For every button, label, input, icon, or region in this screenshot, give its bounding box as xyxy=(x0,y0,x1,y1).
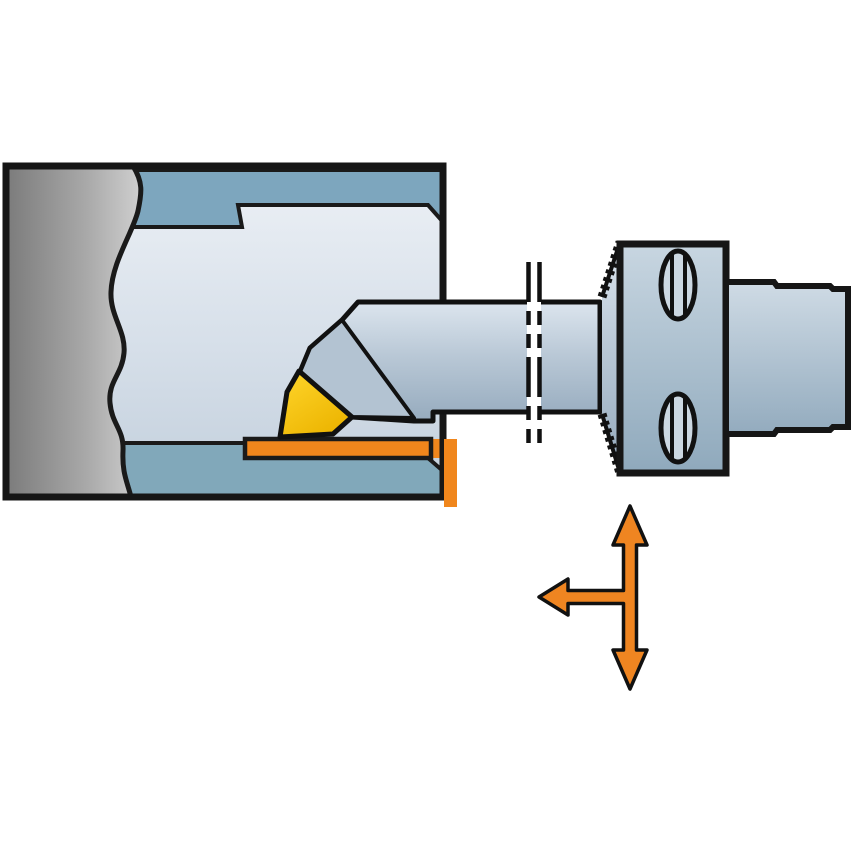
scene-layer xyxy=(2,162,851,691)
machined-face xyxy=(444,439,457,507)
feed-direction-arrows-icon xyxy=(537,504,649,691)
workpiece-end-wall xyxy=(3,163,144,500)
break-gap xyxy=(527,262,541,448)
clamp-screw-top xyxy=(658,248,698,322)
machined-surface xyxy=(242,436,434,461)
clamp-screw-bottom xyxy=(658,391,698,465)
coupling-taper xyxy=(723,279,851,437)
cutting-insert xyxy=(277,368,355,440)
